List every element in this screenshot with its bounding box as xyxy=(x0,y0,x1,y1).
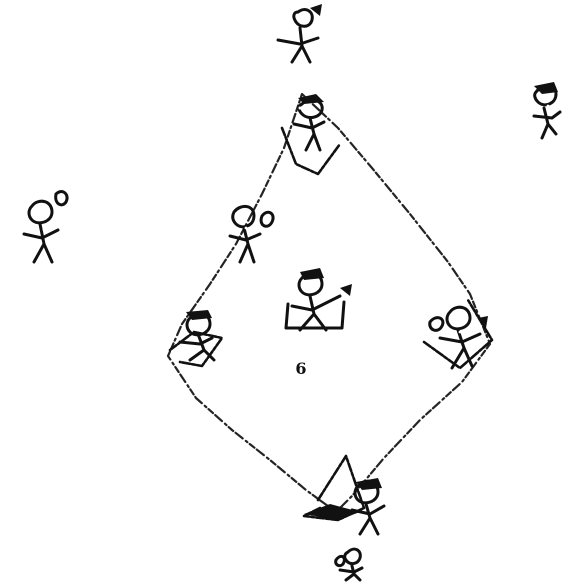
pitcher-player xyxy=(286,268,352,330)
glove-sketch xyxy=(261,212,273,226)
head-sketch xyxy=(447,307,470,329)
second-base xyxy=(282,128,340,174)
body-sketch xyxy=(24,224,58,262)
second-base-marker xyxy=(282,128,340,174)
body-sketch xyxy=(352,504,384,534)
body-sketch xyxy=(534,108,560,138)
bottom-player xyxy=(336,549,362,580)
body-sketch xyxy=(278,28,318,62)
left-outfield-player xyxy=(24,192,67,262)
ball-hand-sketch xyxy=(340,284,352,296)
body-sketch xyxy=(440,330,480,368)
right-outfield-player xyxy=(534,82,560,138)
glove-sketch xyxy=(56,192,67,205)
head-sketch xyxy=(345,549,361,564)
body-sketch xyxy=(340,566,362,580)
glove-sketch xyxy=(430,318,443,331)
body-sketch xyxy=(230,228,260,262)
head-sketch xyxy=(29,201,52,223)
glove-sketch xyxy=(336,556,345,565)
top-outfield-player xyxy=(278,4,322,62)
head-sketch xyxy=(294,10,312,27)
center-count-label: 6 xyxy=(295,359,306,378)
print-texture xyxy=(43,33,550,508)
cap-sketch xyxy=(300,268,324,280)
home-plate-player xyxy=(352,478,384,534)
body-sketch xyxy=(294,118,324,150)
